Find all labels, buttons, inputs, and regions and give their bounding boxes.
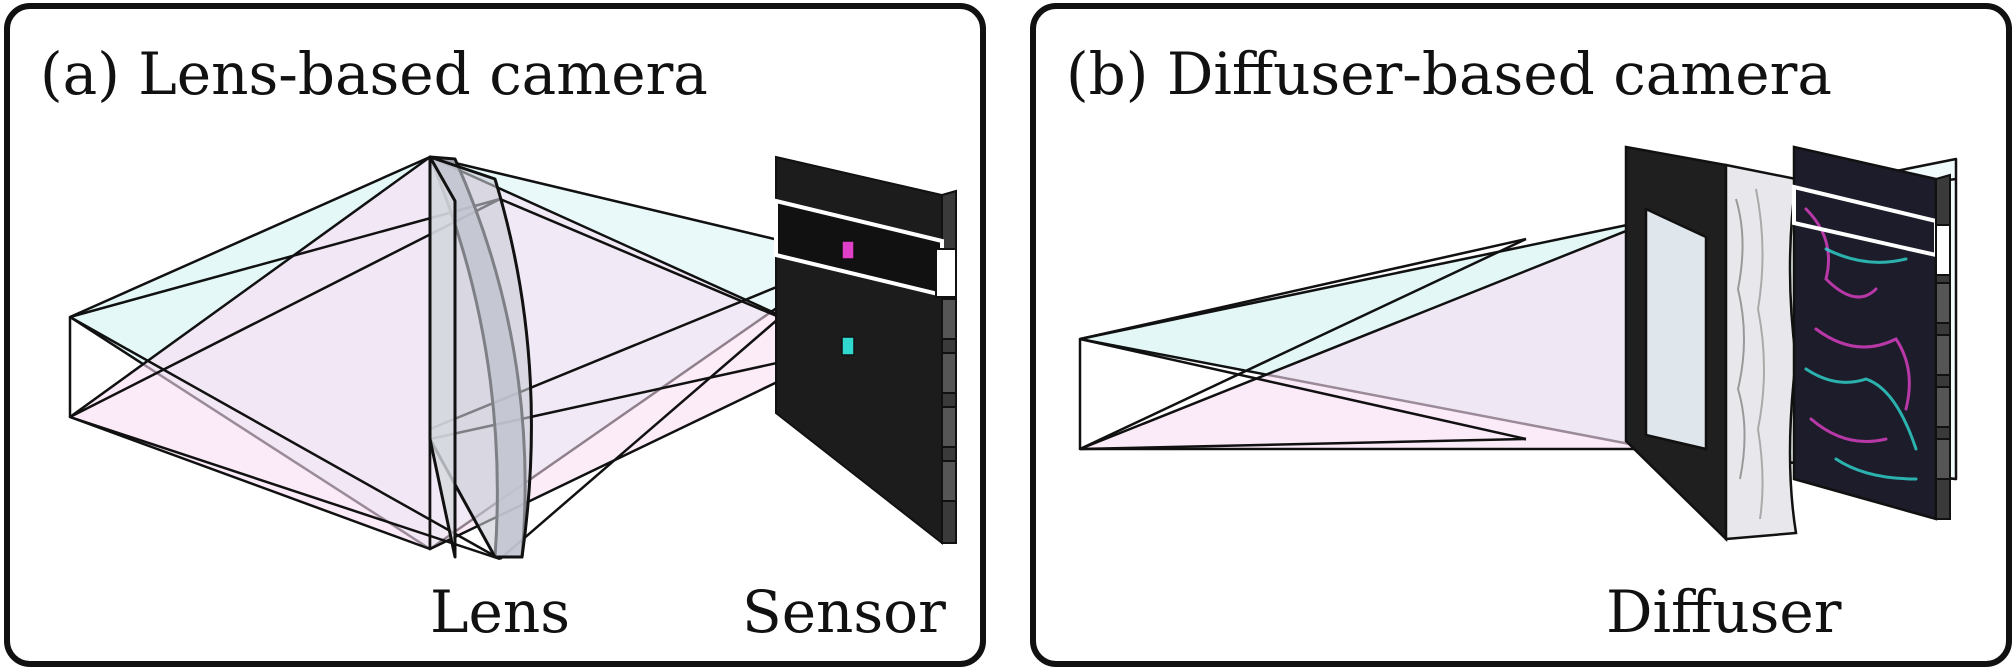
sensor [1792, 145, 1951, 521]
sensor-label: Sensor [742, 578, 946, 646]
sensor [774, 155, 957, 546]
panel-diffuser-camera: (b) Diffuser-based camera Diffuser [1030, 3, 2012, 667]
lens-label: Lens [430, 578, 570, 646]
magenta-focus-spot [841, 240, 855, 260]
lens [428, 155, 533, 559]
cyan-focus-spot [841, 336, 855, 356]
lens-camera-diagram [68, 155, 957, 561]
diffuser-label: Diffuser [1606, 578, 1842, 646]
diffuser [1724, 163, 1798, 541]
panel-a-title: (a) Lens-based camera [40, 40, 708, 108]
diffuser-camera-diagram [1078, 145, 1958, 542]
panel-lens-camera: (a) Lens-based camera Lens Sensor [4, 3, 986, 667]
aperture [1624, 145, 1728, 542]
panel-b-title: (b) Diffuser-based camera [1066, 40, 1832, 108]
ray-fans [68, 155, 852, 561]
